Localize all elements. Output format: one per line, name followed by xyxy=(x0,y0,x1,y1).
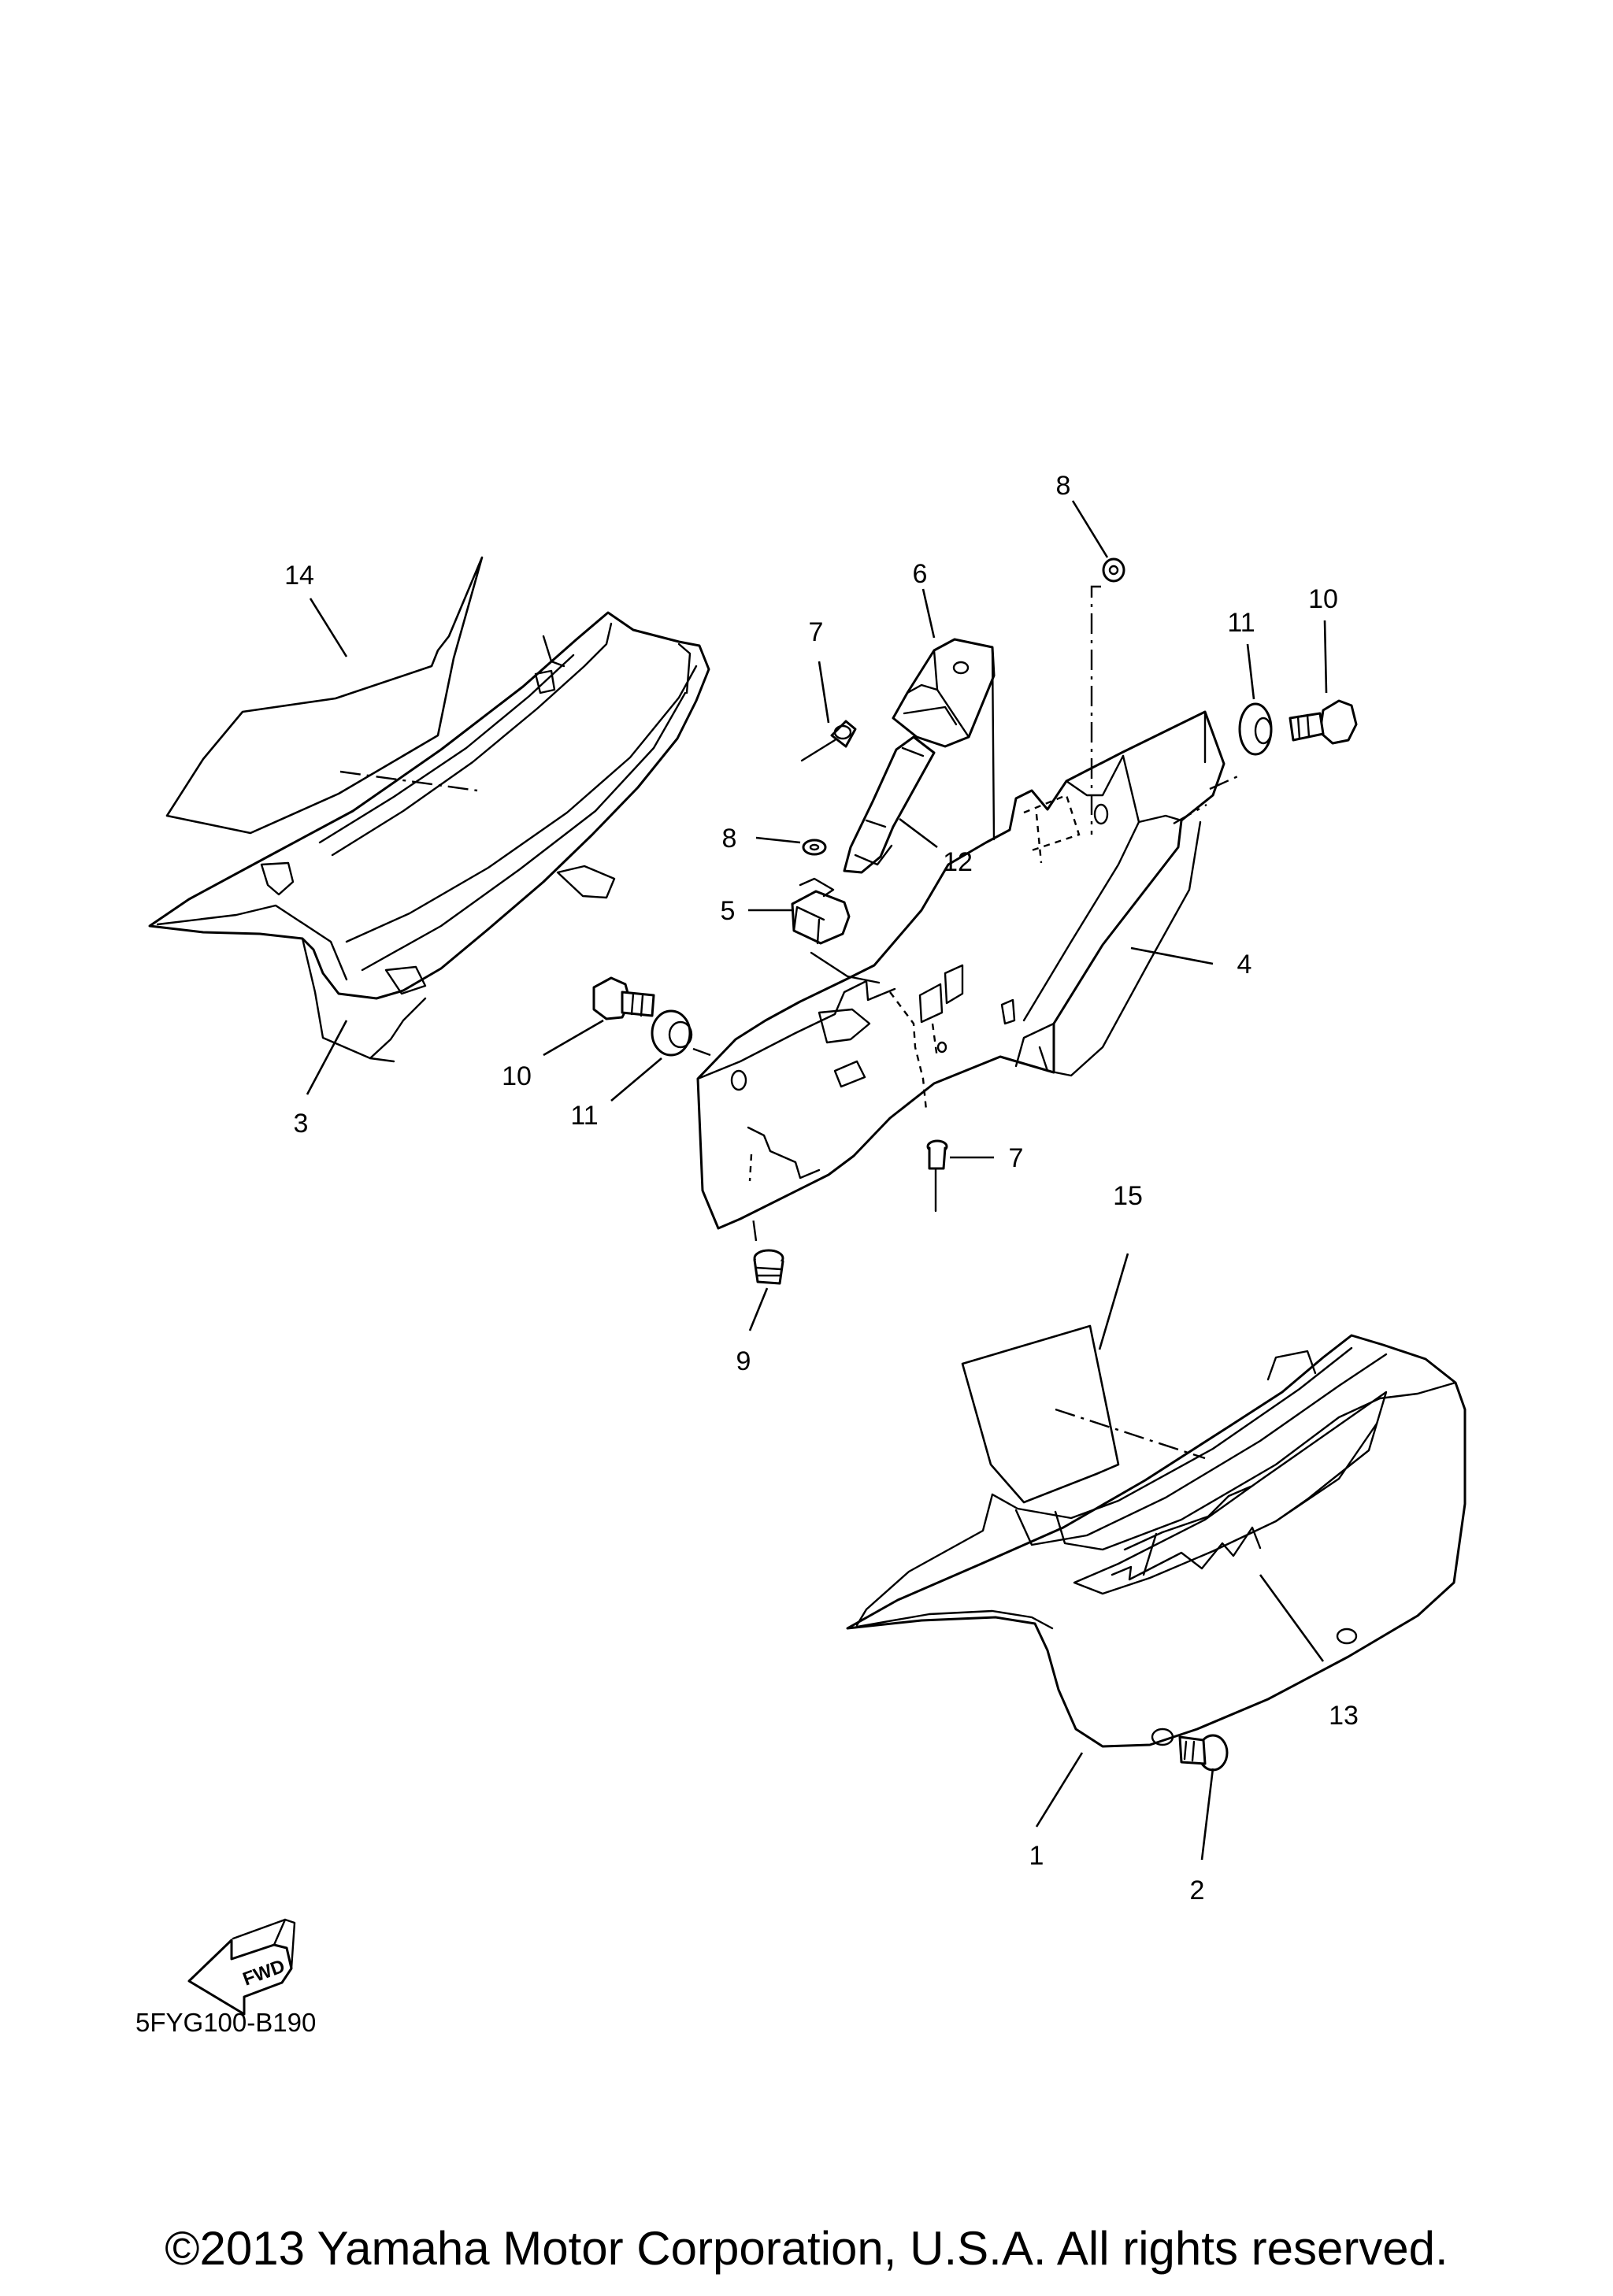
part-14-sticker xyxy=(165,556,484,835)
part-1-right-side-cover xyxy=(846,1334,1467,1748)
callout-8-lower: 8 xyxy=(722,824,737,854)
part-12-strap xyxy=(843,735,936,874)
part-7-rivet-lower xyxy=(926,1139,948,1213)
copyright-notice: ©2013 Yamaha Motor Corporation, U.S.A. A… xyxy=(165,2222,1448,2275)
part-3-left-side-cover xyxy=(148,611,710,1063)
part-6-clip-bracket xyxy=(892,638,996,841)
callout-13: 13 xyxy=(1329,1701,1359,1731)
callout-9: 9 xyxy=(736,1346,751,1376)
part-7-rivet-upper xyxy=(800,720,857,762)
callout-8-upper: 8 xyxy=(1056,471,1071,501)
callout-7-upper: 7 xyxy=(809,617,824,647)
callout-10-right: 10 xyxy=(1308,584,1338,614)
callout-15: 15 xyxy=(1113,1181,1143,1211)
fwd-arrow-icon: FWD xyxy=(187,1918,296,2016)
part-10-bolt-right xyxy=(1289,699,1358,745)
part-8-washer-upper xyxy=(1102,557,1125,583)
part-10-bolt-left xyxy=(592,976,655,1020)
callout-14: 14 xyxy=(284,561,314,591)
callout-2: 2 xyxy=(1190,1876,1205,1905)
part-9-grommet xyxy=(753,1249,784,1285)
callout-7-lower: 7 xyxy=(1009,1143,1024,1173)
callout-1: 1 xyxy=(1029,1841,1044,1871)
callout-11-left: 11 xyxy=(570,1101,598,1131)
part-5-clip xyxy=(791,877,881,984)
part-15-sticker xyxy=(961,1324,1120,1504)
callout-5: 5 xyxy=(721,896,736,926)
part-8-washer-lower xyxy=(802,839,827,856)
part-4-bracket xyxy=(696,710,1226,1230)
callout-4: 4 xyxy=(1237,950,1252,980)
callout-10-left: 10 xyxy=(502,1061,532,1091)
callout-3: 3 xyxy=(294,1109,309,1139)
callout-12: 12 xyxy=(943,847,973,877)
callout-6: 6 xyxy=(913,559,928,589)
part-13-graphic xyxy=(1073,1391,1388,1595)
part-11-grommet-left xyxy=(651,1009,693,1057)
callout-11-right: 11 xyxy=(1227,608,1255,638)
part-11-grommet-right xyxy=(1238,702,1273,756)
part-2-screw xyxy=(1178,1734,1229,1772)
diagram-code: 5FYG100-B190 xyxy=(135,2008,317,2037)
